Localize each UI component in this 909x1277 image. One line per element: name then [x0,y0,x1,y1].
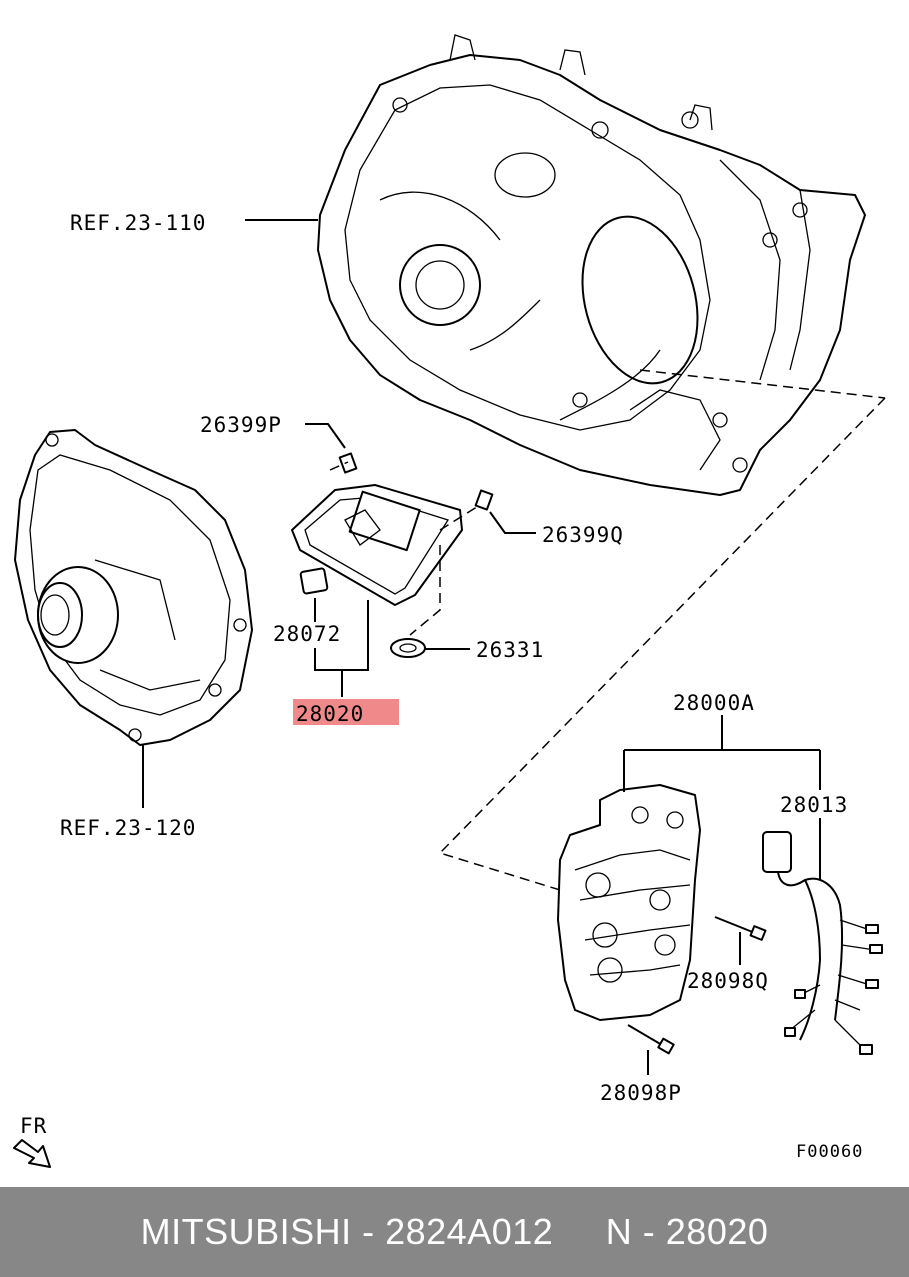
diagram-code: F00060 [796,1142,863,1162]
oil-pan-drawing [291,452,494,658]
part-26399q-label[interactable]: 26399Q [542,523,624,547]
part-28000a-label[interactable]: 28000A [673,691,755,715]
part-28020-label[interactable]: 28020 [296,702,364,726]
footer-bar: MITSUBISHI - 2824A012 N - 28020 [0,1187,909,1277]
converter-housing-drawing [14,429,253,746]
part-28013-label[interactable]: 28013 [780,793,848,817]
part-26399p-label[interactable]: 26399P [200,413,282,437]
parts-diagram: REF.23-110 26399P 26399Q 28072 26331 280… [13,34,886,1168]
transmission-case-drawing [317,34,866,496]
fr-label: FR [20,1114,47,1138]
dashed-lines [329,369,886,891]
part-28072-label[interactable]: 28072 [273,622,341,646]
part-28098q-label[interactable]: 28098Q [687,969,769,993]
part-26331-label[interactable]: 26331 [476,638,544,662]
front-arrow-icon [13,1139,51,1168]
part-28098p-label[interactable]: 28098P [600,1081,682,1105]
leader-lines [142,219,821,1075]
ref-23-120-label[interactable]: REF.23-120 [60,816,196,840]
part-28020-highlight [293,699,399,725]
footer-part-info: MITSUBISHI - 2824A012 N - 28020 [140,1211,769,1252]
ref-23-110-label[interactable]: REF.23-110 [70,211,206,235]
valve-body-drawing [557,784,883,1055]
